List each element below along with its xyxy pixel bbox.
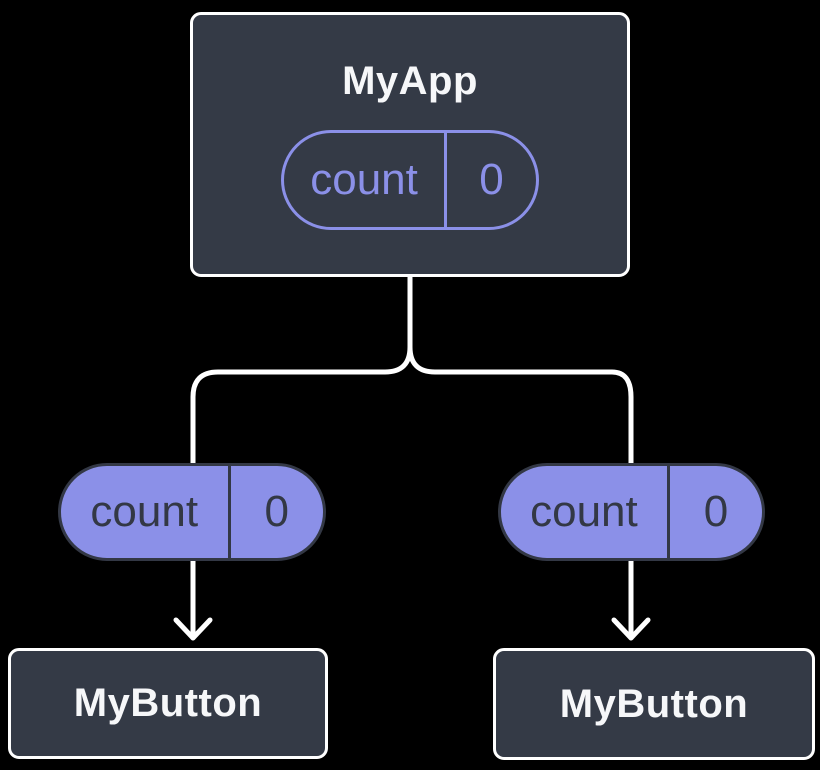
prop-pill-label: count	[90, 487, 199, 536]
prop-pill-value: 0	[666, 466, 762, 558]
prop-pill-label: count	[530, 487, 638, 536]
state-pill: count 0	[281, 130, 539, 230]
child-component-title: MyButton	[559, 681, 749, 726]
child-component-title: MyButton	[73, 681, 263, 725]
child-component-box-left: MyButton	[8, 648, 328, 759]
connector-branch-left	[190, 275, 413, 635]
arrow-down-left-icon	[173, 617, 213, 641]
parent-component-title: MyApp	[342, 59, 478, 103]
prop-pill-value: 0	[227, 466, 324, 558]
parent-component-box: MyApp count 0	[190, 12, 630, 277]
connector-branch-right	[407, 275, 634, 635]
state-pill-label: count	[310, 155, 418, 204]
prop-pill-right: count 0	[498, 463, 765, 561]
child-component-box-right: MyButton	[493, 648, 815, 760]
arrow-down-right-icon	[611, 617, 651, 641]
prop-pill-left: count 0	[58, 463, 326, 561]
state-pill-value: 0	[444, 133, 536, 227]
